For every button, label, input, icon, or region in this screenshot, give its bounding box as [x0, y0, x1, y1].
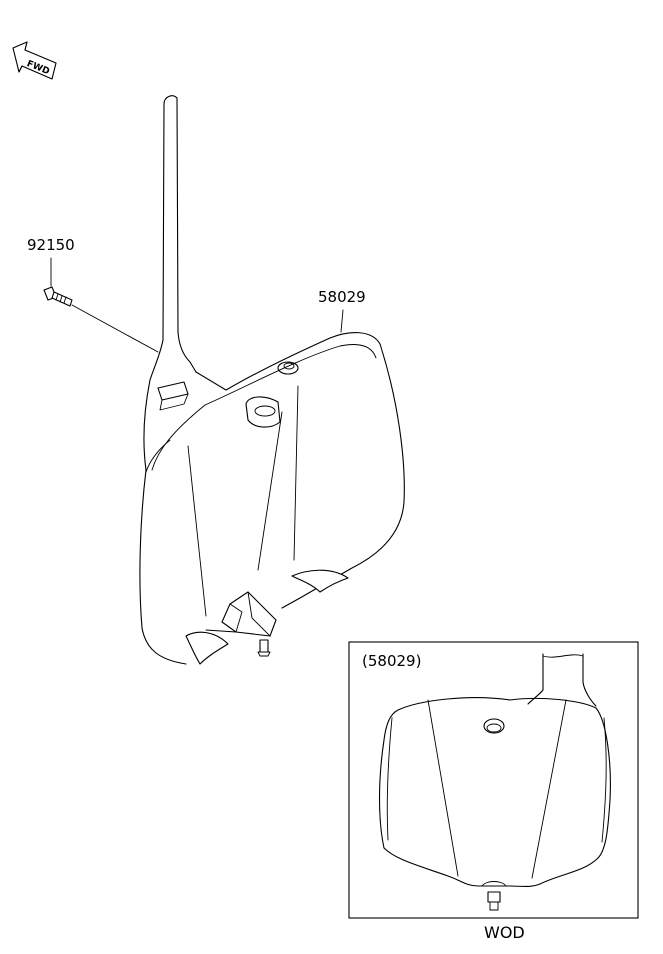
bolt-install-line — [71, 304, 159, 353]
inset-caption: WOD — [484, 923, 525, 942]
inset-frame — [348, 641, 639, 919]
bolt-92150 — [43, 286, 73, 307]
number-plate-58029 — [139, 95, 405, 665]
part-number-92150: 92150 — [27, 236, 75, 254]
part-number-58029: 58029 — [318, 288, 366, 306]
plate-leader-line — [340, 309, 344, 333]
inset-title: (58029) — [362, 652, 422, 670]
forward-arrow-icon: FWD — [12, 41, 57, 80]
inset-plate-front-view — [378, 653, 611, 911]
